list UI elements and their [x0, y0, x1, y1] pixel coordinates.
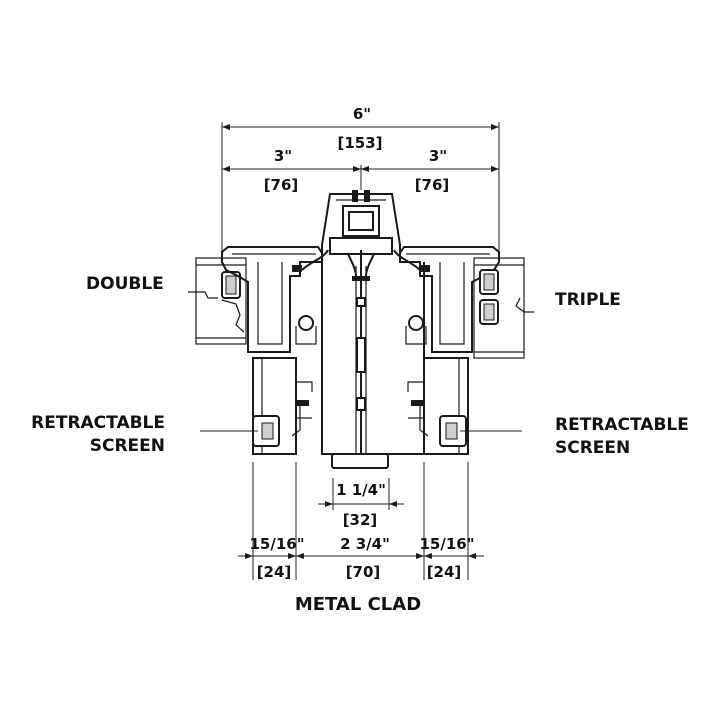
middle-frame-dim-metric: [70] [346, 563, 381, 581]
left-half-dim-metric: [76] [264, 176, 299, 194]
left-glazing-double [188, 257, 247, 345]
middle-frame-dim-imperial: 2 3/4" [340, 535, 390, 553]
top-dimensions: 6" [153] 3" [76] 3" [76] [221, 105, 500, 252]
left-frame-dim-metric: [24] [257, 563, 292, 581]
left-half-dim-imperial: 3" [274, 147, 292, 165]
left-sash [221, 246, 329, 353]
center-mullion [321, 190, 425, 469]
right-screen-label-line2: SCREEN [555, 438, 630, 458]
right-glazing-triple [473, 257, 534, 359]
right-frame-dim-imperial: 15/16" [419, 535, 474, 553]
frame-profile [188, 190, 534, 469]
right-half-dim-imperial: 3" [429, 147, 447, 165]
side-labels: DOUBLE TRIPLE RETRACTABLE SCREEN RETRACT… [31, 274, 689, 458]
overall-dim-imperial: 6" [353, 105, 371, 123]
left-frame-dim-imperial: 15/16" [249, 535, 304, 553]
right-half-dim-metric: [76] [415, 176, 450, 194]
overall-dim-metric: [153] [337, 134, 382, 152]
right-jamb [407, 357, 469, 455]
bottom-dimensions: 1 1/4" [32] 15/16" 2 3/4" 15/16" [24] [7… [238, 462, 484, 581]
left-screen-label-line1: RETRACTABLE [31, 413, 165, 433]
left-screen-label-line2: SCREEN [90, 436, 165, 456]
center-gap-dim-metric: [32] [343, 511, 378, 529]
left-jamb [252, 357, 313, 455]
right-screen-label-line1: RETRACTABLE [555, 415, 689, 435]
right-frame-dim-metric: [24] [427, 563, 462, 581]
double-glazing-label: DOUBLE [86, 274, 164, 294]
triple-glazing-label: TRIPLE [555, 290, 621, 310]
drawing-title: METAL CLAD [295, 594, 421, 615]
center-gap-dim-imperial: 1 1/4" [336, 481, 386, 499]
